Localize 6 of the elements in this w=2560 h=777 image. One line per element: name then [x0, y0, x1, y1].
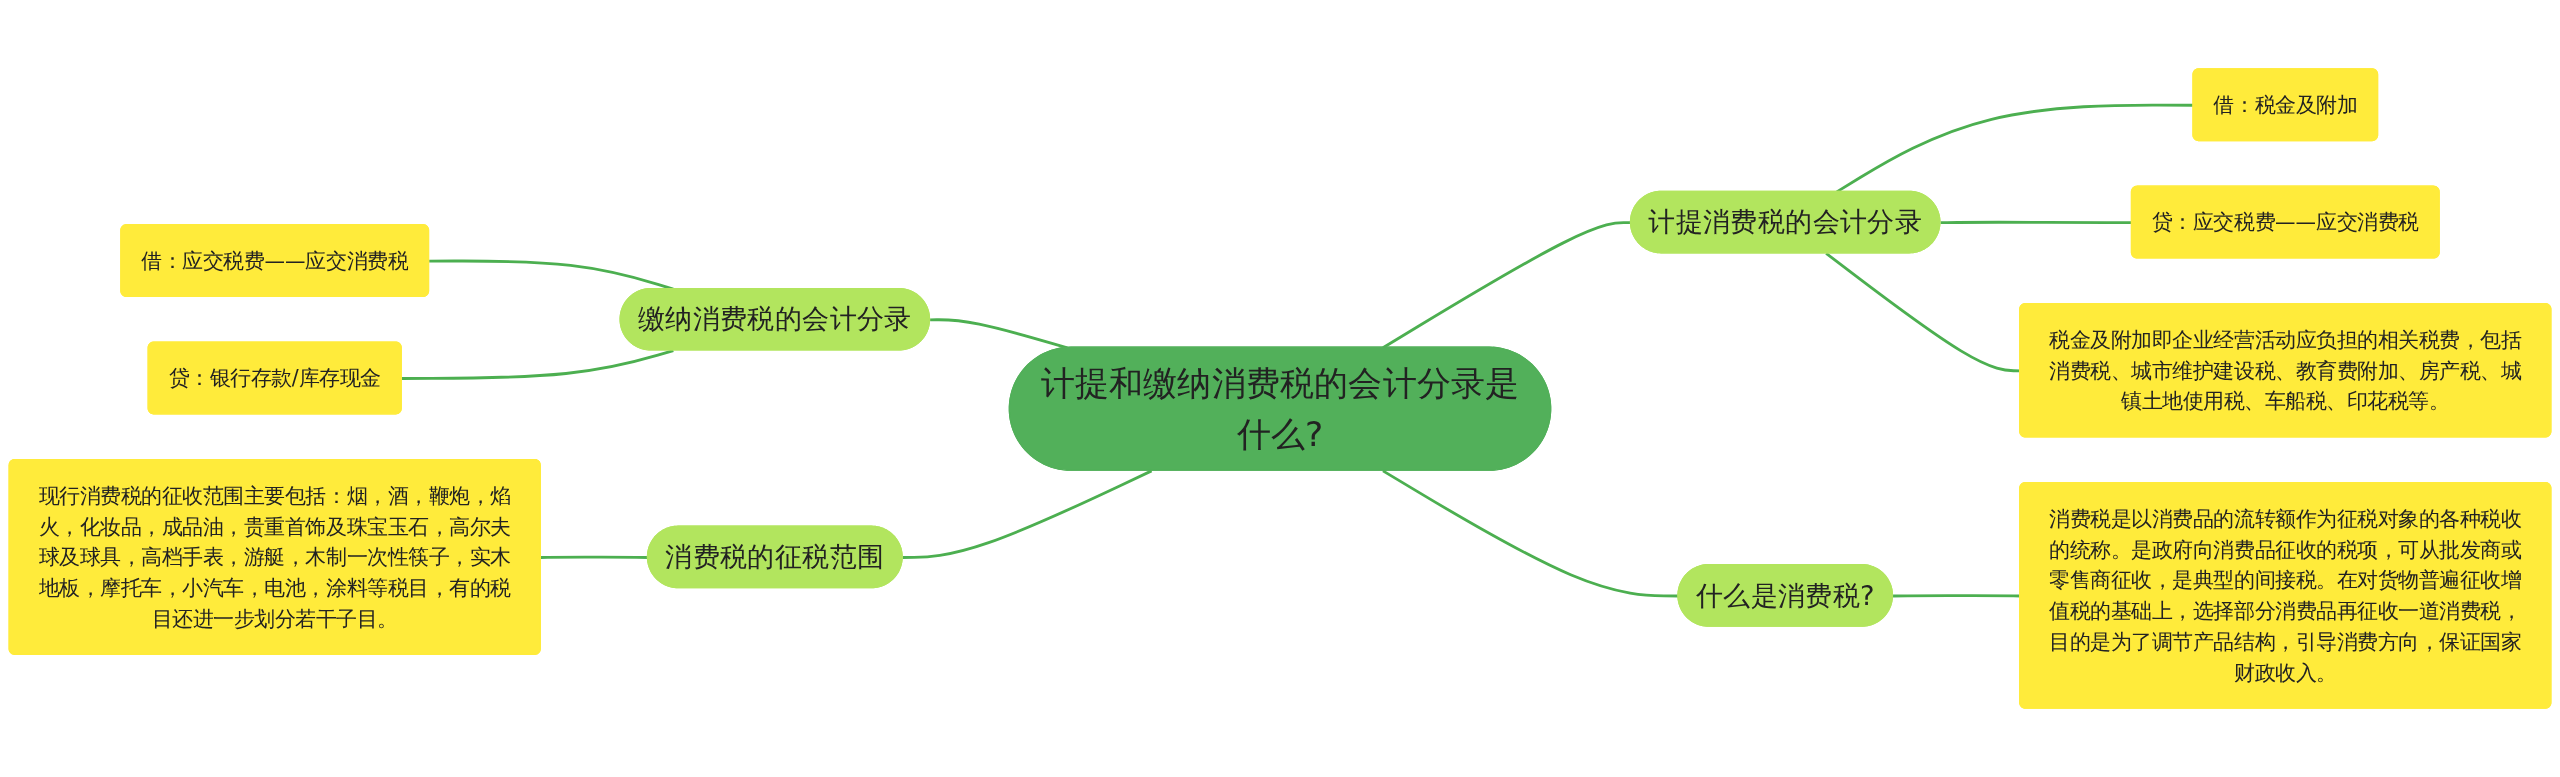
connector [930, 318, 1068, 350]
connector [540, 555, 648, 559]
connector [401, 349, 674, 380]
connector [902, 469, 1153, 559]
connector [1940, 220, 2132, 225]
connector [1382, 469, 1679, 598]
